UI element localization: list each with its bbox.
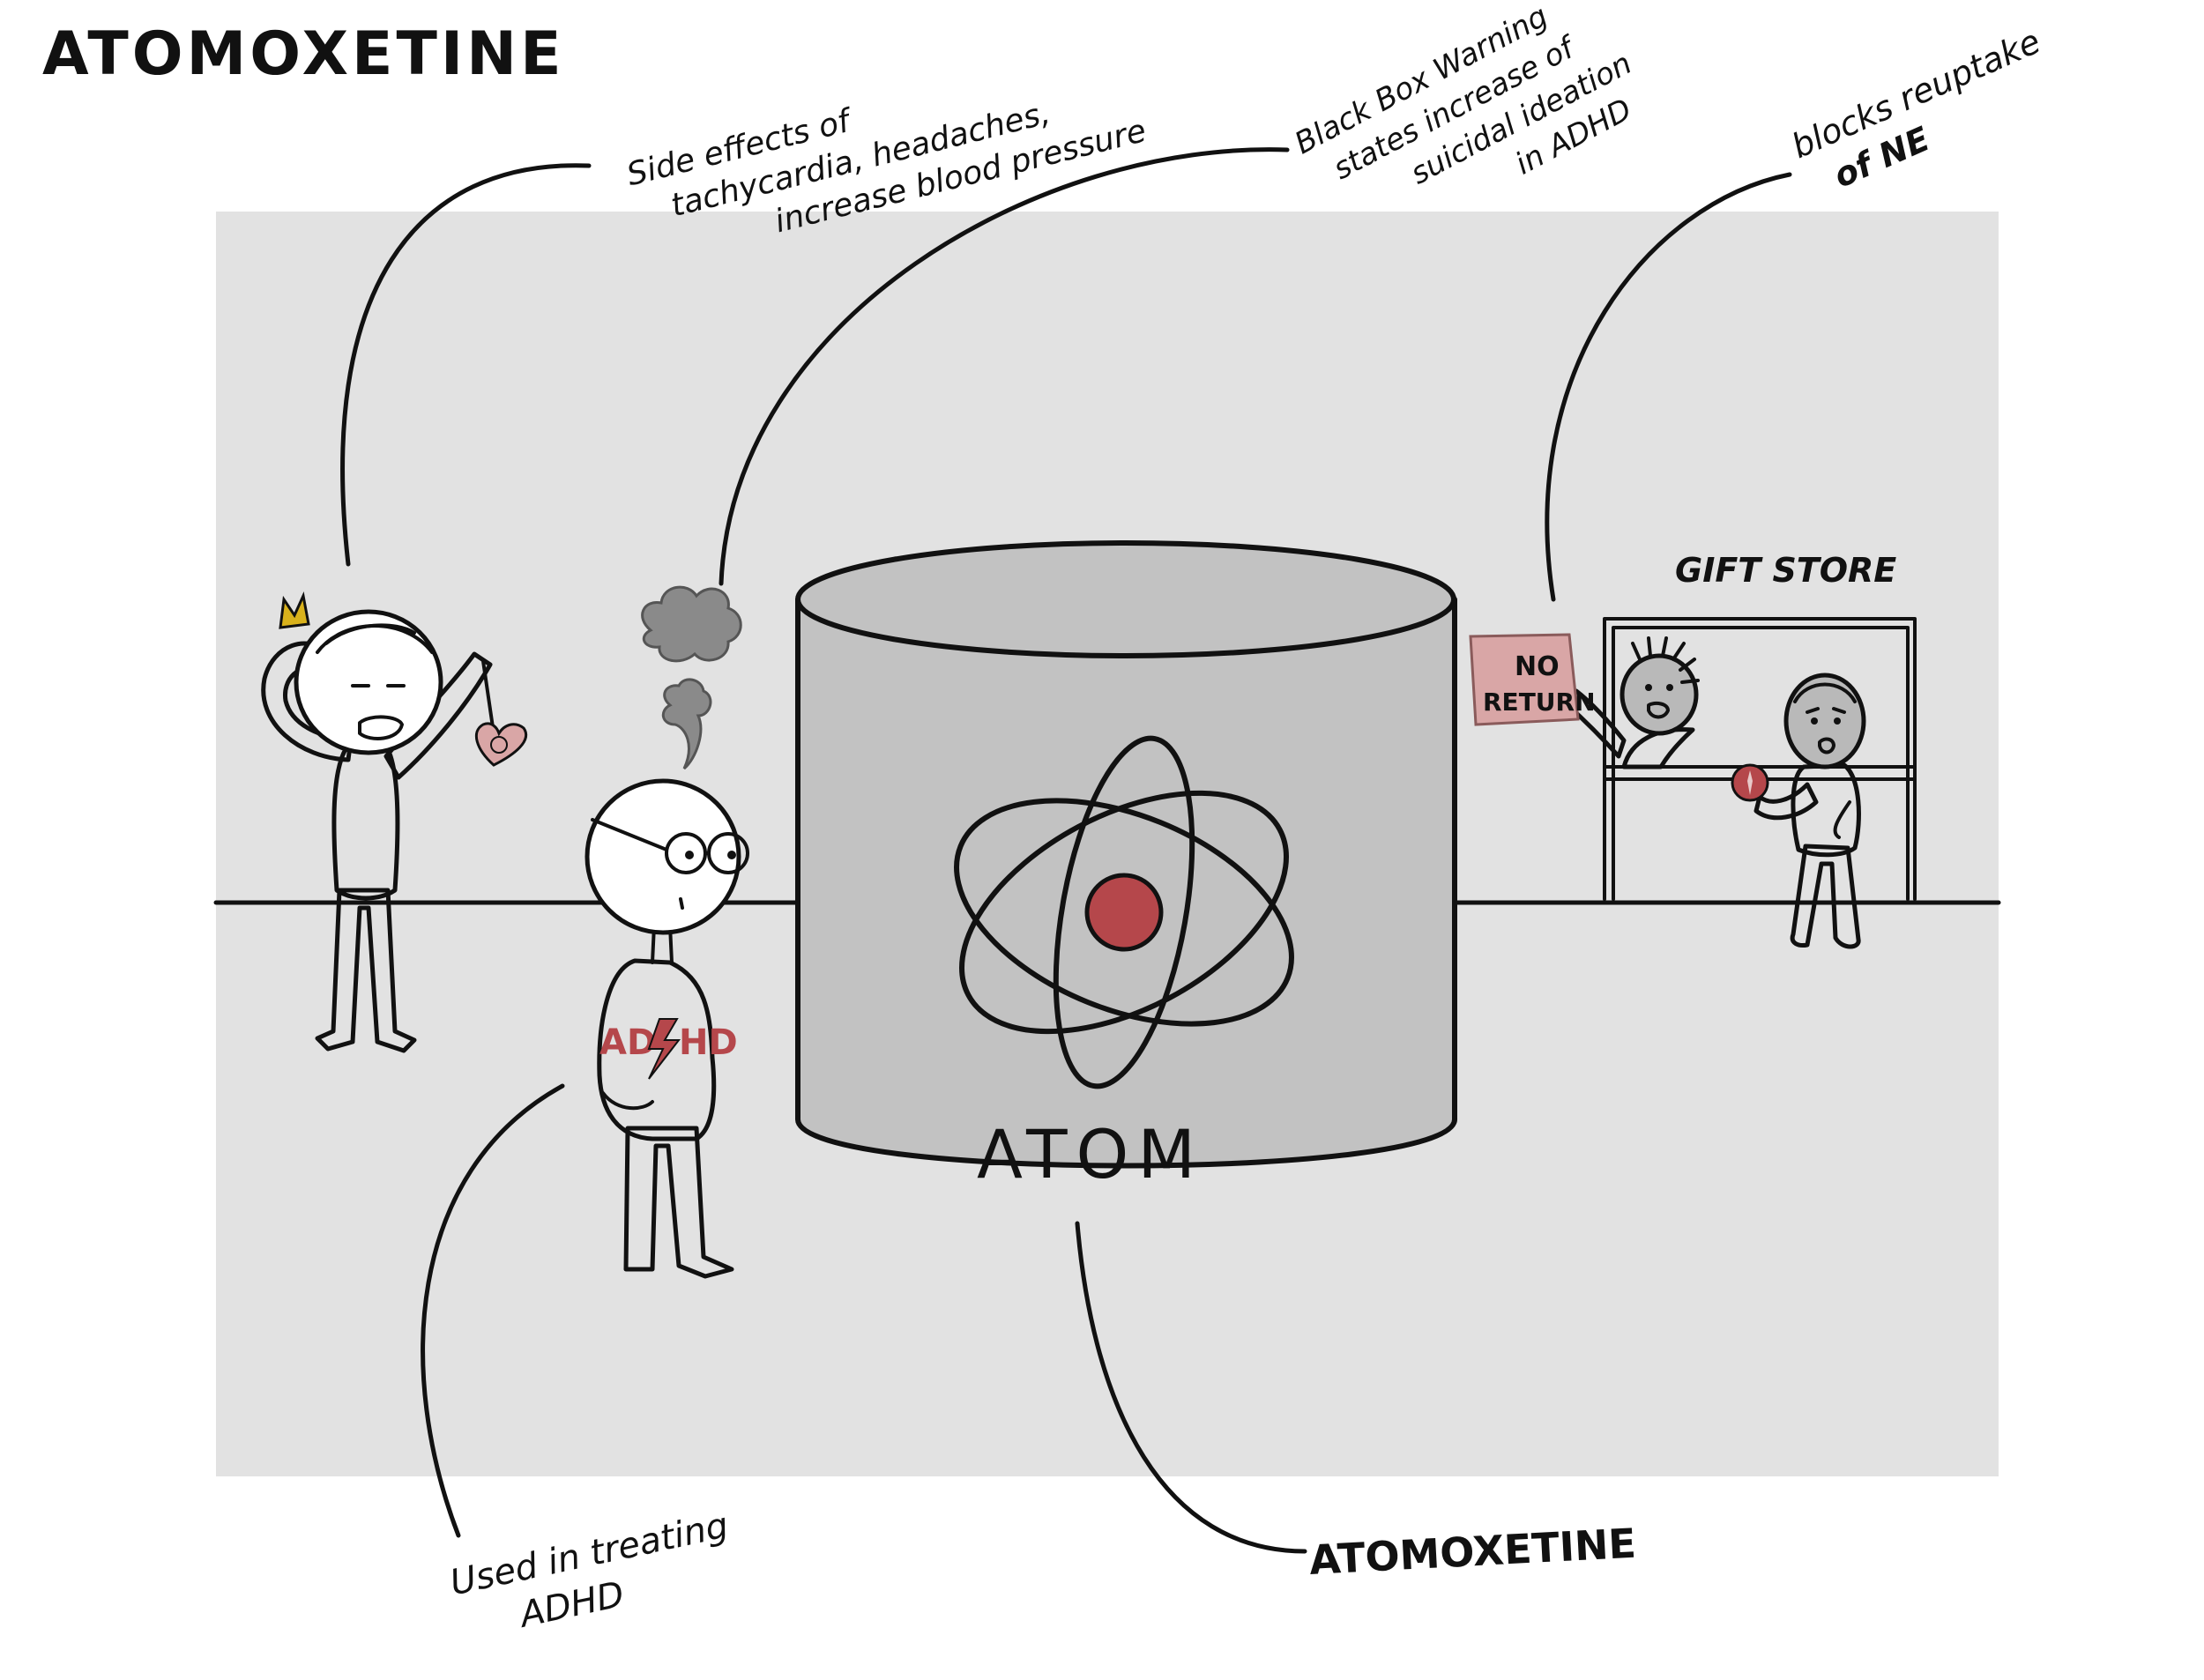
atom-icon — [954, 735, 1294, 1089]
figure-adhd-kid: AD HD — [585, 585, 749, 1279]
no-return-sign — [1469, 633, 1580, 726]
lightning-bolt-icon — [647, 1018, 681, 1080]
page-title: ATOMOXETINE — [42, 19, 565, 89]
leader-side-effects — [340, 163, 592, 567]
leader-black-box — [719, 147, 1290, 586]
gift-store: GIFT STORE NO RETURN — [1469, 551, 1917, 949]
leader-drug-name — [1075, 1221, 1307, 1554]
leader-mechanism — [1545, 172, 1792, 602]
thought-cloud-small — [661, 678, 712, 770]
atom-nucleus — [1084, 873, 1164, 952]
sign-line-2: RETURN — [1483, 688, 1596, 717]
usage-label: Used in treating ADHD — [447, 1505, 732, 1637]
heart-icon — [474, 722, 528, 767]
figure-side-effects — [261, 591, 528, 1053]
thought-cloud-large — [641, 585, 742, 663]
sign-line-1: NO — [1515, 651, 1560, 682]
mechanism-label: blocks reuptake of NE — [1786, 22, 2046, 196]
drug-name-label: ATOMOXETINE — [1308, 1520, 1637, 1584]
leader-usage — [421, 1083, 565, 1538]
tank-label: ATOM — [977, 1115, 1204, 1193]
crown-icon — [279, 591, 310, 629]
gift-store-label: GIFT STORE — [1675, 551, 1896, 590]
shirt-text-right: HD — [679, 1022, 738, 1063]
shirt-text-left: AD — [599, 1022, 656, 1063]
